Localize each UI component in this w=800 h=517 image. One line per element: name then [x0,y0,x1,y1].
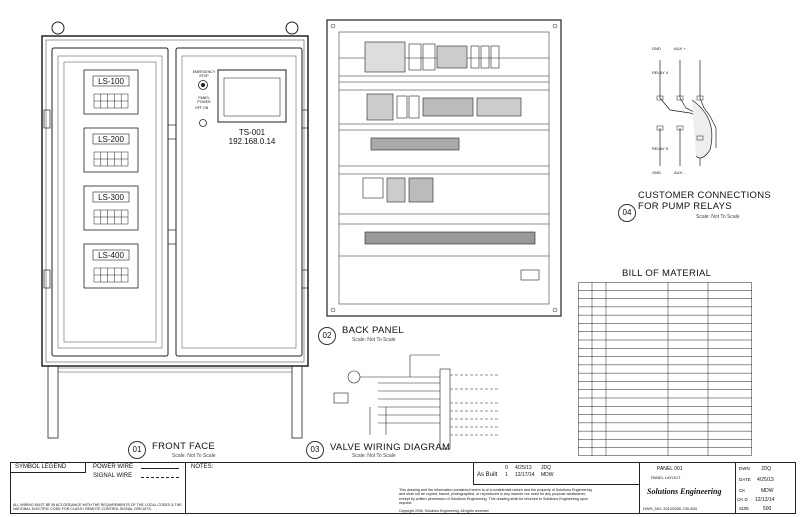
selector-switch-icon [199,119,207,127]
level-switch-panels [83,69,139,289]
pump-relays-svg [656,60,717,166]
pump-relays-title-2: FOR PUMP RELAYS [638,201,732,212]
valve-wiring-number: 03 [306,441,324,459]
drawing-title: PANEL 001 [657,466,683,472]
lifting-eye-right [285,21,299,35]
pump-label-6: GND [652,170,661,175]
back-panel-title: BACK PANEL [342,325,404,336]
valve-motor-icon [347,370,361,384]
confidentiality-note: This drawing and the information contain… [399,488,592,506]
valve-wiring-title: VALVE WIRING DIAGRAM [330,442,451,453]
level-switch-label-1: LS-100 [98,77,124,86]
front-face-number: 01 [128,441,146,459]
back-panel-svg [326,19,562,317]
pump-label-1: GND [652,46,661,51]
panel-power-label: PANEL POWER [197,96,211,104]
level-switch-label-2: LS-200 [98,135,124,144]
date-value: 4/25/13 [757,477,774,483]
power-wire-label: POWER WIRE [93,464,133,470]
pump-relays-number: 04 [618,204,636,222]
symbol-legend-label: SYMBOL LEGEND [15,464,67,470]
dwn-label: DWN [739,466,750,471]
copyright-note: Copyright 2006, Solutions Engineering. A… [399,509,490,513]
front-face-title: FRONT FACE [152,441,215,452]
pump-relays-drawing: GND AUX + RELAY 4 RELAY 5 AUX - GND CUST… [600,38,800,228]
right-door [175,47,303,357]
level-switch-label-4: LS-400 [98,251,124,260]
rev-0-by: JDQ [541,465,551,471]
stand-leg-right [291,365,303,439]
signal-wire-symbol [141,477,179,478]
rev-1: 1 [505,472,508,478]
power-wire-symbol [141,468,179,469]
level-switch-label-3: LS-300 [98,193,124,202]
drawing-number: DWG_NO: 20120926-700-503 [643,506,698,511]
rev-1-date: 12/17/14 [515,472,535,478]
back-panel-scale: Scale: Not To Scale [352,337,396,343]
pump-relays-title-1: CUSTOMER CONNECTIONS [638,190,772,201]
enclosure-outline [41,35,309,367]
bom-title: BILL OF MATERIAL [622,268,712,279]
date-label: DATE [739,477,751,482]
touchscreen-hmi [217,69,287,123]
din-rail-row-2 [339,89,549,125]
stand-leg-left [47,365,59,439]
company-name: Solutions Engineering [647,487,722,496]
signal-wire-label: SIGNAL WIRE [93,473,133,479]
rev-0: 0 [505,465,508,471]
off-on-label: OFF ON [195,106,209,110]
title-block: SYMBOL LEGEND POWER WIRE SIGNAL WIRE NOT… [10,462,796,514]
as-built-label: As Built [477,472,498,478]
emergency-stop-icon [198,80,208,90]
dwn-value: JDQ [761,466,771,472]
front-face-scale: Scale: Not To Scale [172,453,216,459]
pump-label-3: RELAY 4 [652,70,669,75]
size-value: 500 [763,506,772,512]
ck-date-label: CK D [737,497,748,502]
bill-of-material: BILL OF MATERIAL [578,268,753,458]
ground-symbol-icon [520,269,540,281]
touchscreen-ip: 192.168.0.14 [228,137,276,146]
ck-date-value: 12/12/14 [755,497,775,503]
size-label: SIZE [739,506,750,511]
din-rail-row-1 [339,41,549,83]
din-rail-row-3 [339,129,549,167]
din-rail-row-4 [339,173,549,215]
bom-table [578,282,752,456]
lifting-eye-left [51,21,65,35]
pump-relays-scale: Scale: Not To Scale [696,214,740,220]
code-note: ALL WIRING MUST BE IN ACCORDANCE WITH TH… [13,503,182,511]
rev-0-date: 4/25/13 [515,465,532,471]
notes-label: NOTES: [191,464,214,470]
touchscreen-tag: TS-001 [238,128,266,137]
ck-value: MDW [761,488,774,494]
left-door [51,47,169,357]
pump-label-4: RELAY 5 [652,146,669,151]
din-rail-row-5 [339,223,549,257]
front-face-svg [41,21,309,439]
back-panel-number: 02 [318,327,336,345]
pump-label-2: AUX + [674,46,686,51]
drawing-subtitle: PANEL LAYOUT [651,475,681,480]
rev-1-by: MDW [541,472,554,478]
emergency-stop-label: EMERGENCY STOP [192,70,216,78]
valve-wiring-drawing: 03 VALVE WIRING DIAGRAM Scale: Not To Sc… [306,345,580,465]
terminal-block [439,368,451,450]
back-panel-outline [326,19,562,317]
valve-wiring-scale: Scale: Not To Scale [352,453,396,459]
ck-label: CK [739,488,746,493]
bom-outline [578,282,752,456]
front-face-drawing: LS-100 LS-200 LS-300 LS-400 EMERGENCY ST… [0,0,320,480]
pump-label-5: AUX - [674,170,685,175]
valve-wiring-svg [333,354,498,450]
back-panel-drawing: 02 BACK PANEL Scale: Not To Scale [318,18,565,345]
